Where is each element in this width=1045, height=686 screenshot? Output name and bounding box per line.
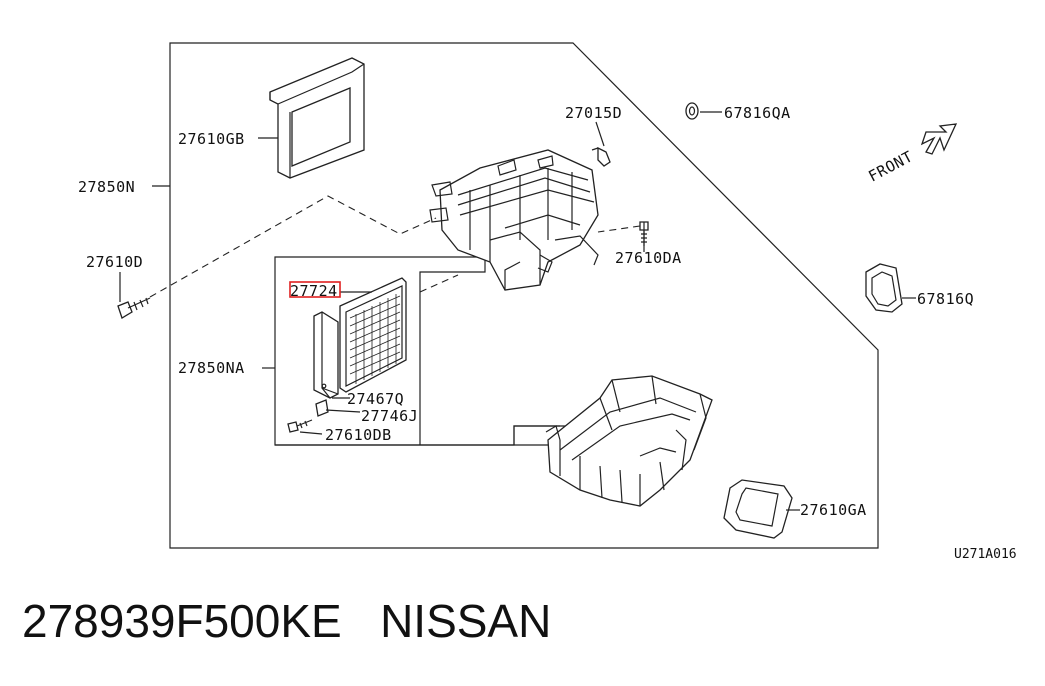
- highlight-box: [289, 281, 341, 298]
- screw-27610DA: [597, 221, 649, 246]
- diagram-code: U271A016: [954, 547, 1017, 562]
- label-27610DB: 27610DB: [325, 426, 392, 444]
- caption-part-number: 278939F500KE: [22, 595, 342, 647]
- caption: 278939F500KE NISSAN: [22, 598, 551, 644]
- screw-27610D: [117, 195, 459, 319]
- caption-brand: NISSAN: [380, 595, 552, 647]
- label-27724: 27724: [290, 282, 338, 300]
- label-27610DA: 27610DA: [615, 249, 682, 267]
- label-67816QA: 67816QA: [724, 104, 791, 122]
- clip-27746J: [315, 399, 329, 417]
- label-27015D: 27015D: [565, 104, 622, 122]
- frame-27467Q: [313, 311, 339, 399]
- seal-67816Q: [865, 263, 903, 313]
- lower-housing: [545, 375, 713, 507]
- filter-27724: [339, 277, 407, 393]
- label-27850N: 27850N: [78, 178, 135, 196]
- label-67816Q: 67816Q: [917, 290, 974, 308]
- upper-housing: [429, 149, 599, 291]
- grommet-67816QA: [685, 102, 699, 120]
- front-arrow-icon: [920, 123, 958, 155]
- front-label: FRONT: [865, 147, 916, 185]
- label-27610GB: 27610GB: [178, 130, 245, 148]
- label-27850NA: 27850NA: [178, 359, 245, 377]
- label-27467Q: 27467Q: [347, 390, 404, 408]
- label-27610D: 27610D: [86, 253, 143, 271]
- seal-27610GA: [723, 479, 793, 539]
- label-27610GA: 27610GA: [800, 501, 867, 519]
- clip-27015D: [591, 146, 611, 167]
- assembly-boundary: [169, 42, 879, 549]
- label-27746J: 27746J: [361, 407, 418, 425]
- seal-27610GB: [269, 57, 365, 179]
- screw-27610DB: [287, 419, 313, 433]
